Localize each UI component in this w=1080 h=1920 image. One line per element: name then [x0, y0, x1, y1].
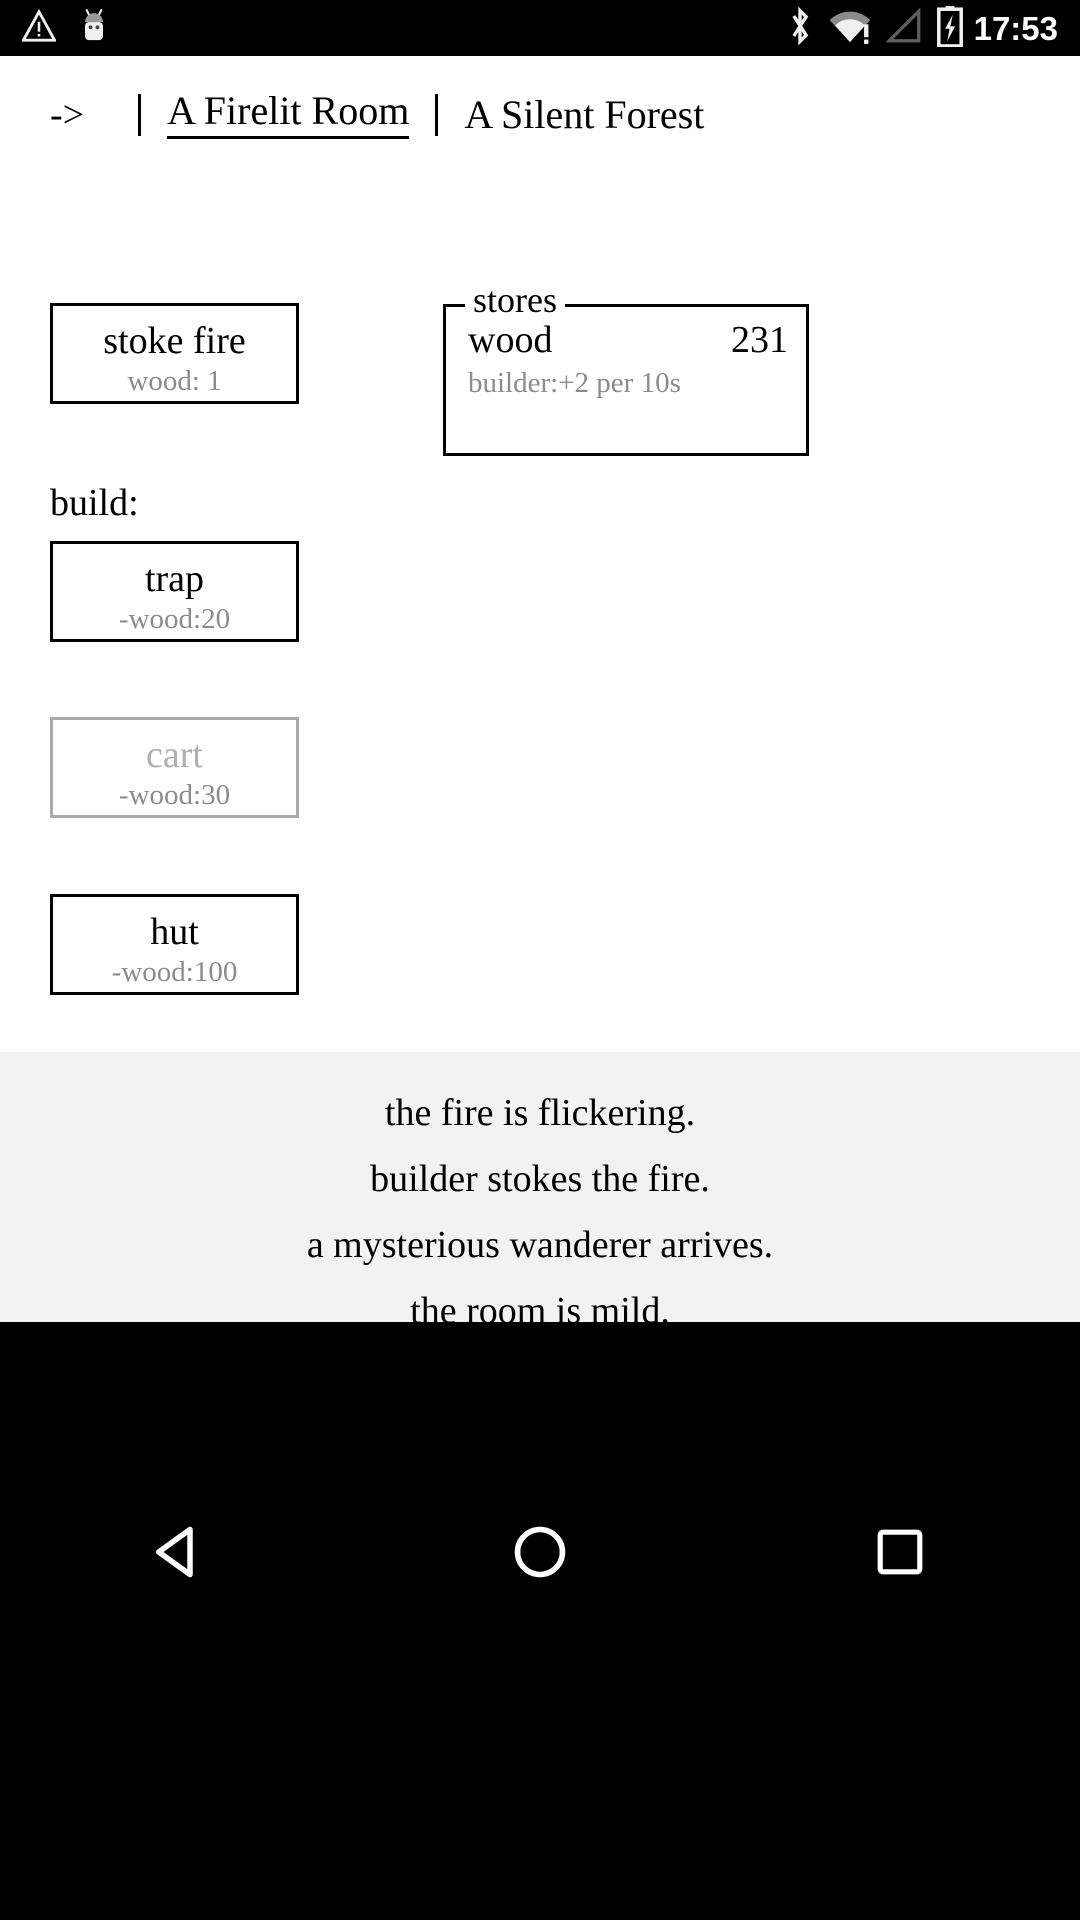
- log-line: builder stokes the fire.: [370, 1158, 710, 1201]
- store-name-wood: wood: [468, 319, 553, 361]
- header-divider-1: [138, 94, 142, 136]
- android-navigation-bar: [0, 1322, 1080, 1920]
- build-hut-cost: -wood:100: [111, 955, 238, 988]
- log-line: a mysterious wanderer arrives.: [306, 1224, 774, 1267]
- build-trap-label: trap: [144, 558, 205, 600]
- build-hut-button[interactable]: hut -wood:100: [50, 894, 299, 995]
- build-hut-label: hut: [150, 911, 199, 953]
- log-line: the fire is flickering.: [384, 1092, 696, 1134]
- nav-button-row: [0, 1497, 1080, 1607]
- android-robot-icon: [78, 8, 110, 49]
- stores-legend: stores: [465, 282, 565, 318]
- status-bar-left-icons: [21, 8, 110, 49]
- recents-square-icon[interactable]: [825, 1497, 975, 1607]
- stoke-fire-label: stoke fire: [103, 320, 246, 362]
- build-cart-cost: -wood:30: [118, 778, 231, 811]
- tab-a-silent-forest[interactable]: A Silent Forest: [464, 92, 705, 137]
- build-cart-button[interactable]: cart -wood:30: [50, 717, 299, 818]
- stoke-fire-button[interactable]: stoke fire wood: 1: [50, 303, 299, 404]
- wifi-warning-icon: [828, 7, 872, 50]
- home-circle-icon[interactable]: [465, 1497, 615, 1607]
- build-section-label: build:: [50, 482, 139, 524]
- back-triangle-icon[interactable]: [105, 1497, 255, 1607]
- bluetooth-icon: [786, 6, 814, 51]
- header-arrow: ->: [50, 94, 85, 136]
- store-tooltip-wood: builder:+2 per 10s: [468, 367, 681, 399]
- store-value-wood: 231: [731, 319, 788, 361]
- message-log: the fire is flickering. builder stokes t…: [0, 1052, 1080, 1332]
- build-trap-button[interactable]: trap -wood:20: [50, 541, 299, 642]
- build-trap-cost: -wood:20: [118, 602, 231, 635]
- header-divider-2: [435, 94, 439, 136]
- room-panel: stoke fire wood: 1 build: trap -wood:20 …: [0, 174, 1080, 1052]
- cell-signal-empty-icon: [884, 6, 922, 50]
- game-header: -> A Firelit Room A Silent Forest: [0, 56, 1080, 174]
- warning-triangle-icon: [21, 8, 57, 48]
- status-bar-clock: 17:53: [973, 9, 1058, 47]
- stoke-fire-cost: wood: 1: [127, 364, 222, 397]
- store-row-wood: wood 231: [468, 321, 788, 359]
- android-status-bar: 17:53: [0, 0, 1080, 56]
- tab-a-firelit-room[interactable]: A Firelit Room: [167, 91, 410, 139]
- stores-panel: stores wood 231 builder:+2 per 10s: [443, 282, 809, 456]
- build-cart-label: cart: [146, 734, 203, 776]
- battery-charging-icon: [936, 5, 964, 52]
- status-bar-right-icons: [786, 5, 964, 52]
